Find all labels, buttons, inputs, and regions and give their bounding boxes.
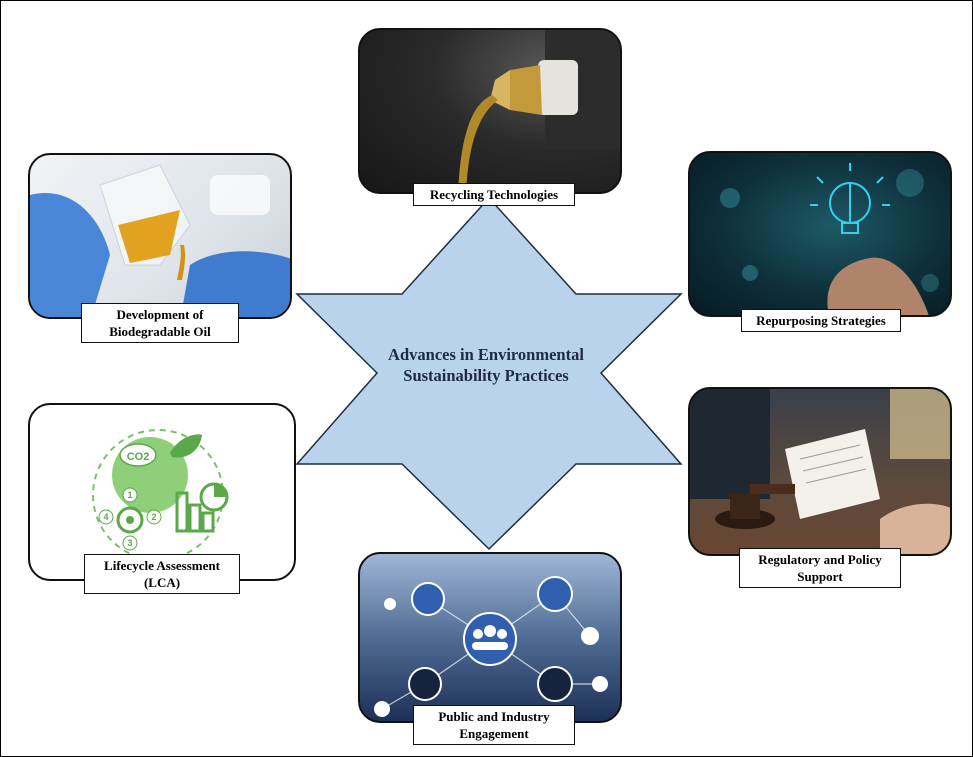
public-label-line2: Engagement: [459, 726, 529, 741]
recycling-label: Recycling Technologies: [413, 183, 575, 206]
person-icon: [411, 582, 445, 616]
cycle-number-2: 2: [151, 512, 156, 522]
person-icon: [581, 627, 599, 645]
biodegradable-label: Development of Biodegradable Oil: [81, 303, 239, 343]
gavel-contract-image: [690, 389, 950, 554]
regulatory-label: Regulatory and Policy Support: [739, 548, 901, 588]
person-icon: [537, 576, 573, 612]
oil-pouring-image: [458, 30, 620, 192]
public-label: Public and Industry Engagement: [413, 705, 575, 745]
regulatory-label-line1: Regulatory and Policy: [758, 552, 882, 567]
center-title-line2: Sustainability Practices: [403, 366, 569, 385]
repurposing-card: [688, 151, 952, 317]
lca-card: CO2 1 2 3 4: [28, 403, 296, 581]
biodegradable-card: [28, 153, 292, 319]
regulatory-card: [688, 387, 952, 556]
person-icon: [537, 666, 573, 702]
recycling-label-text: Recycling Technologies: [429, 187, 559, 202]
beaker-oil-image: [30, 164, 290, 317]
gear-icon: [116, 506, 144, 534]
co2-text: CO2: [127, 451, 150, 463]
biodegradable-label-line2: Biodegradable Oil: [109, 324, 211, 339]
person-icon: [592, 676, 608, 692]
cycle-number-3: 3: [127, 538, 132, 548]
bar-chart-icon: [175, 491, 215, 533]
repurposing-label: Repurposing Strategies: [741, 309, 901, 332]
biodegradable-label-line1: Development of: [116, 307, 204, 322]
bulb-hand-image: [720, 163, 939, 315]
lca-label-line1: Lifecycle Assessment: [104, 558, 220, 573]
cycle-number-1: 1: [127, 490, 132, 500]
co2-cloud-icon: CO2: [119, 443, 157, 467]
group-icon: [463, 612, 517, 666]
public-card: [358, 552, 622, 723]
center-title-line1: Advances in Environmental: [388, 345, 584, 364]
person-icon: [374, 701, 390, 717]
cycle-number-4: 4: [103, 512, 108, 522]
lca-label: Lifecycle Assessment (LCA): [84, 554, 240, 594]
recycling-card: [358, 28, 622, 194]
lca-label-line2: (LCA): [143, 575, 181, 590]
lightbulb-icon: [810, 163, 890, 234]
leaf-icon: [170, 434, 202, 458]
lca-illustration: CO2 1 2 3 4: [92, 429, 229, 561]
person-icon: [384, 598, 396, 610]
repurposing-label-text: Repurposing Strategies: [756, 313, 886, 328]
person-icon: [408, 667, 442, 701]
network-image: [374, 576, 608, 717]
public-label-line1: Public and Industry: [438, 709, 550, 724]
regulatory-label-line2: Support: [797, 569, 843, 584]
center-title: Advances in Environmental Sustainability…: [361, 344, 611, 386]
pie-chart-icon: [199, 482, 229, 512]
star-shape: [295, 196, 683, 551]
